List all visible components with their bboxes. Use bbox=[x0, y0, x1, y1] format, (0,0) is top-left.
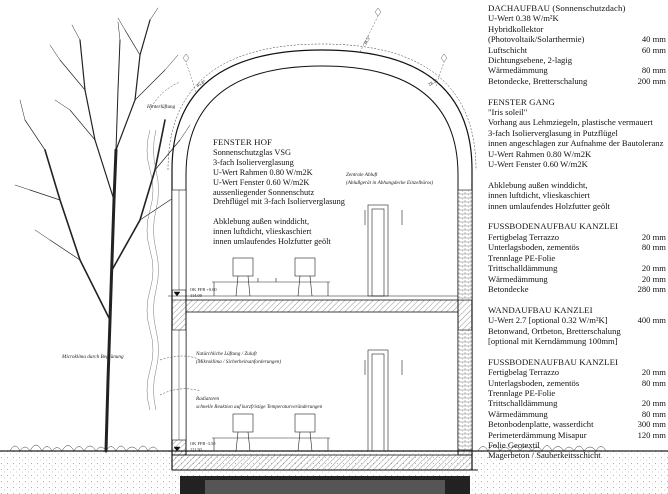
kanzlei2-row: Folie Geotextil bbox=[488, 439, 540, 450]
fenster-gang-title: FENSTER GANG bbox=[488, 96, 555, 107]
wand-row: [optional mit Kerndämmung 100mm] bbox=[488, 335, 618, 346]
gang-line: "Iris soleil" bbox=[488, 107, 528, 118]
spec-panel: DACHAUFBAU (Sonnenschutzdach) U-Wert 0.3… bbox=[488, 0, 666, 461]
note-abluft-sub: (Ablußgerät in Abhangdecke Einzelbüros) bbox=[346, 180, 434, 186]
level-ug-top: OK FFB -3.50 bbox=[190, 441, 216, 446]
dach-row: Dichtungsebene, 2-lagig bbox=[488, 55, 573, 66]
note-mikroklima: Microklima durch Begrünung bbox=[62, 354, 124, 360]
gang-line: U-Wert Fenster 0.60 W/m2K bbox=[488, 159, 588, 170]
fussboden-kanzlei-section: FUSSBODENAUFBAU KANZLEI Fertigbelag Terr… bbox=[488, 221, 666, 294]
furniture-upper bbox=[212, 204, 403, 297]
dachaufbau-title: DACHAUFBAU (Sonnenschutzdach) bbox=[488, 3, 626, 13]
fenster-hof-line: U-Wert Rahmen 0.80 W/m2K bbox=[213, 167, 313, 177]
gang-line: Vorhang aus Lehmziegeln, plastische verm… bbox=[488, 117, 653, 128]
level-markers bbox=[168, 291, 186, 452]
dach-line: U-Wert 0.38 W/m²K bbox=[488, 13, 559, 24]
gang-line: innen umlaufendes Holzfutter geölt bbox=[488, 200, 610, 211]
greenery-strip bbox=[146, 129, 159, 411]
note-radiatoren-sub: schnelle Reaktion auf kurzfristige Tempe… bbox=[196, 404, 323, 410]
wand-row: Betonwand, Ortbeton, Bretterschalung bbox=[488, 325, 621, 336]
airflow-arrows bbox=[149, 81, 201, 396]
fenster-hof-block: FENSTER HOF Sonnenschutzglas VSG 3-fach … bbox=[213, 137, 345, 247]
level-ug-bottom: 111.50 bbox=[190, 447, 202, 452]
sun-angles bbox=[182, 7, 448, 93]
fenster-gang-section: FENSTER GANG "Iris soleil" Vorhang aus L… bbox=[488, 97, 666, 211]
fenster-hof-line: U-Wert Fenster 0.60 W/m2K bbox=[213, 177, 310, 187]
kanzlei-row: Trennlage PE-Folie bbox=[488, 252, 556, 263]
fussboden-kanzlei-2-section: FUSSBODENAUFBAU KANZLEI Fertigbelag Terr… bbox=[488, 357, 666, 461]
gang-line: Abklebung außen winddicht, bbox=[488, 179, 588, 190]
dach-row: (Photovoltaik/Solarthermie)40 mm bbox=[488, 34, 666, 45]
fenster-hof-line: Sonnenschutzglas VSG bbox=[213, 147, 291, 157]
note-zentrale-abluft: Zentrale Abluft bbox=[346, 172, 378, 178]
gang-line: U-Wert Rahmen 0.80 W/m2K bbox=[488, 148, 592, 159]
gang-line: innen luftdicht, vlieskaschiert bbox=[488, 190, 590, 201]
note-lueftung: Natürchliche Lüftung / Zuluft bbox=[196, 351, 257, 357]
fenster-hof-line: innen umlaufendes Holzfutter geölt bbox=[213, 237, 331, 247]
fenster-hof-line: Drehflügel mit 3-fach Isolierverglasung bbox=[213, 197, 345, 207]
kanzlei2-row: Trennlage PE-Folie bbox=[488, 387, 556, 398]
fenster-hof-line: aussenliegender Sonnenschutz bbox=[213, 187, 315, 197]
note-lueftung-sub: (Mikroklima / Sicherheitsanforderungen) bbox=[196, 359, 282, 365]
gang-line: 3-fach Isolierverglasung in Putzflügel bbox=[488, 127, 618, 138]
wand-row: U-Wert 2.7 [optional 0.32 W/m²K]400 mm bbox=[488, 315, 666, 326]
furniture-lower bbox=[212, 349, 403, 452]
fussboden-kanzlei-2-title: FUSSBODENAUFBAU KANZLEI bbox=[488, 356, 619, 367]
gang-line: innen angeschlagen zur Aufnahme der Baut… bbox=[488, 138, 664, 149]
fenster-hof-line: 3-fach Isolierverglasung bbox=[213, 157, 294, 167]
level-og-top: OK FFB +0.00 bbox=[190, 287, 217, 292]
building-section bbox=[167, 43, 477, 471]
ground-vegetation bbox=[9, 444, 607, 452]
fenster-hof-line: innen luftdicht, vlieskaschiert bbox=[213, 227, 312, 237]
dach-line: Hybridkollektor bbox=[488, 23, 544, 34]
fenster-hof-line: Abklebung außen winddicht, bbox=[213, 217, 310, 227]
wandaufbau-title: WANDAUFBAU KANZLEI bbox=[488, 304, 593, 315]
dachaufbau-section: DACHAUFBAU (Sonnenschutzdach) U-Wert 0.3… bbox=[488, 0, 666, 86]
level-og-bottom: 114.00 bbox=[190, 293, 202, 298]
fussboden-kanzlei-title: FUSSBODENAUFBAU KANZLEI bbox=[488, 221, 619, 232]
note-hinterlueftung: Hinterlüftung bbox=[147, 104, 176, 110]
kanzlei2-row: Magerbeton / Sauberkeitsschicht bbox=[488, 450, 601, 461]
note-radiatoren: Radiatoren bbox=[196, 396, 220, 402]
tree bbox=[14, 7, 191, 453]
wandaufbau-section: WANDAUFBAU KANZLEI U-Wert 2.7 [optional … bbox=[488, 305, 666, 347]
fenster-hof-title: FENSTER HOF bbox=[213, 137, 273, 147]
